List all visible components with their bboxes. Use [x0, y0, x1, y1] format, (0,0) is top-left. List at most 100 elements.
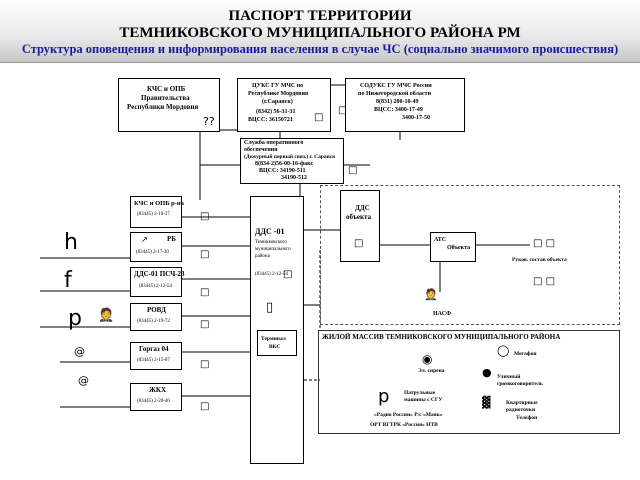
square-glyph-icon: □ — [338, 105, 348, 116]
square-glyph-icon: □ — [354, 238, 364, 249]
soduks-line-1: СОДУКС ГУ МЧС России — [360, 83, 432, 89]
terminal-box: Терминал ВКС — [257, 330, 297, 356]
square-glyph-icon: □ — [348, 165, 358, 176]
object-area — [320, 185, 620, 325]
dds01-pch-line-1: ДДС-01 ПСЧ-23 — [134, 270, 185, 278]
telefon-label: Телефон — [516, 415, 538, 421]
dds01-line-1: ДДС -01 — [255, 227, 285, 236]
sluzhba-line-2: обеспечения — [244, 147, 278, 153]
subtitle: Структура оповещения и информирования на… — [21, 42, 619, 56]
title-line-1: ПАСПОРТ ТЕРРИТОРИИ — [228, 8, 412, 24]
square-glyph-icon: □ — [200, 359, 210, 370]
dds-object-line-1: ДДС — [355, 204, 370, 212]
patrul-label-1: Патрульные — [404, 390, 436, 396]
ats-rukov-label: Руков. состав объекта — [512, 257, 567, 263]
ats-line-2: Объекта — [447, 245, 471, 251]
cuks-line-4: (8342) 56-31-31 — [256, 109, 296, 115]
marker-at-1: @ — [74, 345, 85, 358]
soduks-line-3: 8(831) 200-10-49 — [376, 99, 419, 105]
soduks-line-4: ВЦСС: 3400-17-49 — [374, 107, 423, 113]
ulichny-label-2: громкоговоритель — [497, 381, 543, 387]
soduks-box: СОДУКС ГУ МЧС России по Нижегородской об… — [345, 78, 465, 132]
header: ПАСПОРТ ТЕРРИТОРИИ ТЕМНИКОВСКОГО МУНИЦИП… — [0, 0, 640, 63]
sluzhba-line-6: 34190-512 — [281, 175, 307, 181]
zhkh-box: ЖКХ (83445) 2-20-40 — [130, 383, 182, 411]
square-glyph-icon: □ — [200, 401, 210, 412]
cuks-line-5: ВЦСС: 36150721 — [248, 117, 293, 123]
loudspeaker-icon: ● — [482, 366, 492, 379]
marker-at-2: @ — [78, 374, 89, 387]
sluzhba-box: Служба оперативного обеспечения (Дежурны… — [240, 138, 344, 184]
nasf-label: НАСФ — [433, 311, 452, 317]
kvart-label-2: радиоточки — [506, 407, 536, 413]
gorgaz-line-1: Горгаз 04 — [139, 345, 169, 353]
kchs-government-box: КЧС и ОПБ Правительства Республики Мордо… — [118, 78, 220, 132]
rb-line-2: (83445) 2-17-30 — [136, 250, 169, 255]
person-icon: 🤵 — [424, 288, 438, 301]
square-glyph-icon: □ □ — [533, 238, 556, 249]
siren-icon: ◉ — [422, 352, 433, 366]
patrul-label-2: машины с СГУ — [404, 397, 443, 403]
person-icon: 🤵 — [98, 308, 115, 323]
soduks-line-2: по Нижегородской области — [358, 91, 432, 97]
title-line-2: ТЕМНИКОВСКОГО МУНИЦИПАЛЬНОГО РАЙОНА РМ — [119, 25, 521, 41]
dds01-pch-box: ДДС-01 ПСЧ-23 (83445) 2-12-54 — [130, 267, 185, 297]
sluzhba-line-1: Служба оперативного — [244, 140, 304, 146]
gorgaz-line-2: (83445) 2-15-07 — [137, 358, 170, 363]
kchs-gov-line-1: КЧС и ОПБ — [147, 85, 186, 93]
zhkh-line-1: ЖКХ — [149, 386, 167, 394]
dds01-line-4: района — [255, 254, 270, 259]
kchs-raion-line-1: КЧС и ОПБ р-на — [134, 200, 184, 207]
rb-line-1: РБ — [167, 235, 176, 243]
kvart-label-1: Квартирные — [506, 400, 538, 406]
square-glyph-icon: □ — [200, 211, 210, 222]
square-glyph-icon: □ — [200, 319, 210, 330]
rovd-box: РОВД (83445) 2-19-72 — [130, 303, 182, 331]
megafon-label: Мегафон — [514, 351, 537, 357]
square-glyph-icon: □ — [283, 269, 293, 280]
terminal-line-2: ВКС — [269, 344, 281, 350]
sluzhba-line-4: 8(834-2)56-00-16-факс — [255, 161, 314, 167]
ats-line-1: АТС — [434, 237, 447, 243]
dds-object-line-2: объекта — [346, 213, 372, 221]
square-glyph-icon: □ □ — [533, 276, 556, 287]
dds01-line-3: муниципального — [255, 247, 291, 252]
ats-box: АТС Объекта — [430, 232, 476, 262]
square-glyph-icon: □ — [200, 249, 210, 260]
zhkh-line-2: (83445) 2-20-40 — [137, 399, 170, 404]
gorgaz-box: Горгаз 04 (83445) 2-15-07 — [130, 342, 182, 370]
marker-h: h — [64, 230, 78, 255]
question-glyph-icon: ?? — [203, 115, 215, 128]
sirena-label: Эл. сирена — [418, 368, 445, 374]
radio-label: «Радио России» Р/с «Маяк» — [374, 412, 443, 418]
soduks-line-5: 3400-17-50 — [402, 115, 430, 121]
rb-box: РБ (83445) 2-17-30 ↗ — [130, 232, 182, 262]
kchs-gov-line-2: Правительства — [141, 94, 190, 102]
kchs-raion-box: КЧС и ОПБ р-на (83445) 2-10-37 — [130, 196, 184, 228]
dds01-line-5: (83445) 2-12-54 — [255, 272, 288, 277]
kchs-gov-line-3: Республики Мордовия — [127, 103, 199, 111]
rovd-line-2: (83445) 2-19-72 — [137, 319, 170, 324]
terminal-line-1: Терминал — [261, 336, 286, 342]
cuks-line-3: (г.Саранск) — [262, 99, 293, 105]
marker-f: f — [64, 268, 72, 293]
square-glyph-icon: □ — [314, 112, 324, 123]
marker-p-left: p — [68, 306, 82, 331]
marker-p-right: p — [378, 386, 390, 407]
radio-icon: ▓ — [482, 396, 491, 409]
sluzhba-line-3: (Дежурный первый связ.) г. Саранск — [244, 154, 336, 160]
zhiloy-title: ЖИЛОЙ МАССИВ ТЕМНИКОВСКОГО МУНИЦИПАЛЬНОГ… — [322, 333, 561, 341]
megafon-icon: ◯ — [497, 344, 510, 357]
tv-label: ОРТ ВГТРК «Россия» НТВ — [370, 422, 438, 428]
sluzhba-line-5: ВЦСС: 34190-511 — [259, 168, 306, 174]
rovd-line-1: РОВД — [147, 306, 166, 314]
kchs-raion-line-2: (83445) 2-10-37 — [137, 212, 170, 217]
cuks-line-1: ЦУКС ГУ МЧС по — [252, 83, 304, 89]
square-glyph-icon: □ — [200, 287, 210, 298]
cuks-box: ЦУКС ГУ МЧС по Республике Мордовия (г.Са… — [237, 78, 331, 132]
phone-icon: ▯ — [266, 300, 274, 315]
ulichny-label-1: Уличный — [497, 374, 521, 380]
dds01-line-2: Темниковского — [255, 240, 287, 245]
zhiloy-area — [318, 330, 620, 434]
dds-object-box: ДДС объекта □ — [340, 190, 380, 262]
